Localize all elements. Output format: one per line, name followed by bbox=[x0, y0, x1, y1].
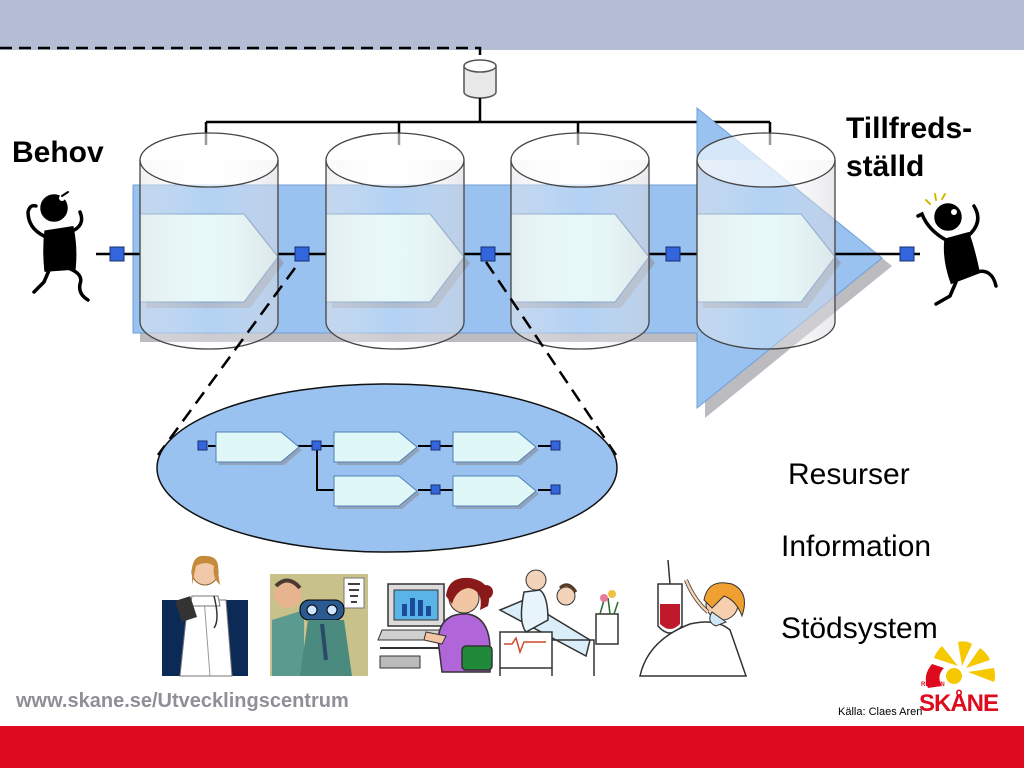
logo-name: SKÅNE bbox=[919, 690, 999, 717]
behov-label: Behov bbox=[12, 136, 104, 169]
resource-tree-lines bbox=[204, 98, 772, 145]
region-skane-logo-icon bbox=[925, 641, 995, 688]
hospital-bed-icon bbox=[498, 569, 619, 676]
bottom-bar bbox=[0, 726, 1024, 768]
top-band bbox=[0, 0, 1024, 50]
iv-drip-nurse-icon bbox=[639, 559, 748, 677]
tillfreds-line-2: ställd bbox=[846, 150, 925, 183]
sub-process-ellipse bbox=[156, 383, 618, 553]
logo-region-text: REGION bbox=[921, 682, 945, 688]
information-label: Information bbox=[781, 530, 932, 563]
eye-exam-icon bbox=[270, 574, 368, 676]
resurser-label: Resurser bbox=[788, 458, 910, 491]
doctor-icon bbox=[162, 555, 248, 677]
dashed-connector bbox=[0, 46, 482, 62]
stodsystem-label: Stödsystem bbox=[781, 612, 938, 645]
resource-cylinder-4 bbox=[696, 132, 836, 350]
resource-cylinder-3 bbox=[510, 132, 650, 350]
computer-worker-icon bbox=[377, 577, 493, 673]
website-url: www.skane.se/Utvecklingscentrum bbox=[16, 690, 349, 712]
resource-cylinder-1 bbox=[139, 132, 279, 350]
database-icon bbox=[463, 59, 497, 99]
resource-cylinder-2 bbox=[325, 132, 465, 350]
stressed-person-icon bbox=[26, 191, 90, 302]
happy-person-icon bbox=[916, 193, 998, 306]
tillfreds-label: Tillfreds- ställd bbox=[846, 110, 972, 186]
flow-nodes bbox=[109, 246, 915, 262]
source-credit: Källa: Claes Aren bbox=[838, 706, 923, 718]
zoom-lines bbox=[156, 261, 618, 456]
tillfreds-line-1: Tillfreds- bbox=[846, 112, 973, 145]
